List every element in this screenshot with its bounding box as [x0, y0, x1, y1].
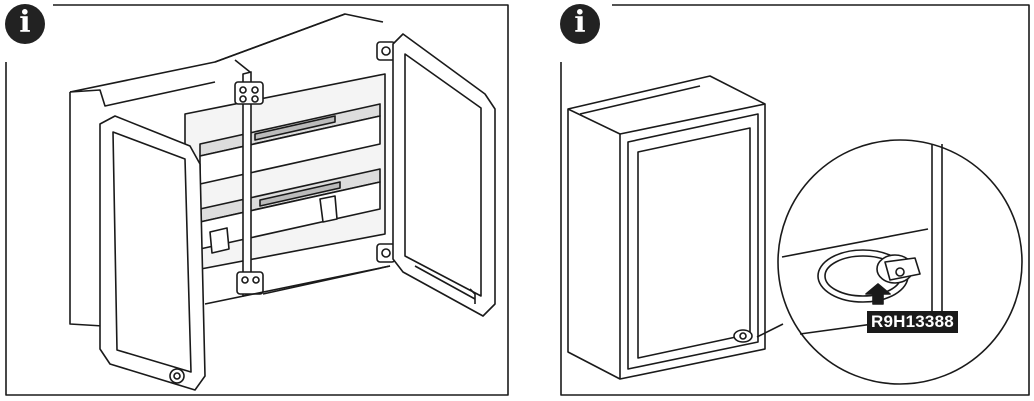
instruction-panel-key-lock: i R9H13388 — [560, 4, 1030, 396]
reference-label: R9H13388 — [867, 311, 958, 333]
open-enclosure-illustration — [5, 4, 509, 396]
panel-frame — [560, 4, 1030, 396]
instruction-panel-open-enclosure: i — [5, 4, 509, 396]
info-glyph: i — [574, 5, 586, 40]
info-icon: i — [560, 4, 600, 44]
closed-enclosure-illustration — [560, 4, 1030, 396]
panel-frame — [5, 4, 509, 396]
info-icon: i — [5, 4, 45, 44]
info-glyph: i — [19, 5, 31, 40]
